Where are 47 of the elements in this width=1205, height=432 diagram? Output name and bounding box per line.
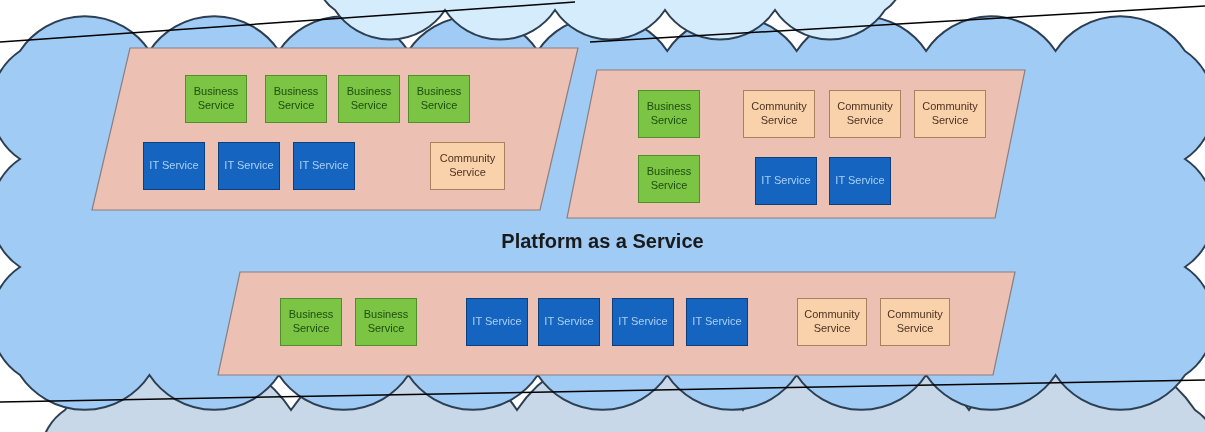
service-box — [538, 298, 600, 346]
service-box — [743, 90, 815, 138]
service-box — [355, 298, 417, 346]
service-box — [755, 157, 817, 205]
service-label: Business Service — [645, 100, 693, 128]
service-box — [638, 155, 700, 203]
service-box — [185, 75, 247, 123]
service-label: Community Service — [836, 100, 894, 128]
service-box — [914, 90, 986, 138]
service-label: IT Service — [618, 315, 668, 329]
service-label: Community Service — [750, 100, 808, 128]
service-label: Business Service — [345, 85, 393, 113]
service-box — [430, 142, 505, 190]
service-label: Business Service — [362, 308, 410, 336]
service-label: Community Service — [438, 152, 497, 180]
service-label: IT Service — [224, 159, 274, 173]
service-box — [829, 90, 901, 138]
service-label: Community Service — [921, 100, 979, 128]
service-box — [880, 298, 950, 346]
service-box — [686, 298, 748, 346]
service-label: IT Service — [835, 174, 885, 188]
service-label: Business Service — [192, 85, 240, 113]
service-box — [218, 142, 280, 190]
service-label: Community Service — [803, 308, 861, 336]
service-box — [797, 298, 867, 346]
service-label: Business Service — [272, 85, 320, 113]
service-label: IT Service — [149, 159, 199, 173]
service-label: Business Service — [287, 308, 335, 336]
service-label: Business Service — [645, 165, 693, 193]
service-label: IT Service — [472, 315, 522, 329]
service-label: IT Service — [544, 315, 594, 329]
service-box — [466, 298, 528, 346]
service-box — [638, 90, 700, 138]
service-label: IT Service — [692, 315, 742, 329]
service-box — [338, 75, 400, 123]
service-label: IT Service — [761, 174, 811, 188]
service-box — [829, 157, 891, 205]
cloud-title: Platform as a Service — [500, 230, 705, 253]
service-box — [143, 142, 205, 190]
service-box — [408, 75, 470, 123]
service-label: Business Service — [415, 85, 463, 113]
service-box — [265, 75, 327, 123]
service-box — [612, 298, 674, 346]
service-label: Community Service — [886, 308, 944, 336]
service-box — [280, 298, 342, 346]
service-box — [293, 142, 355, 190]
service-label: IT Service — [299, 159, 349, 173]
